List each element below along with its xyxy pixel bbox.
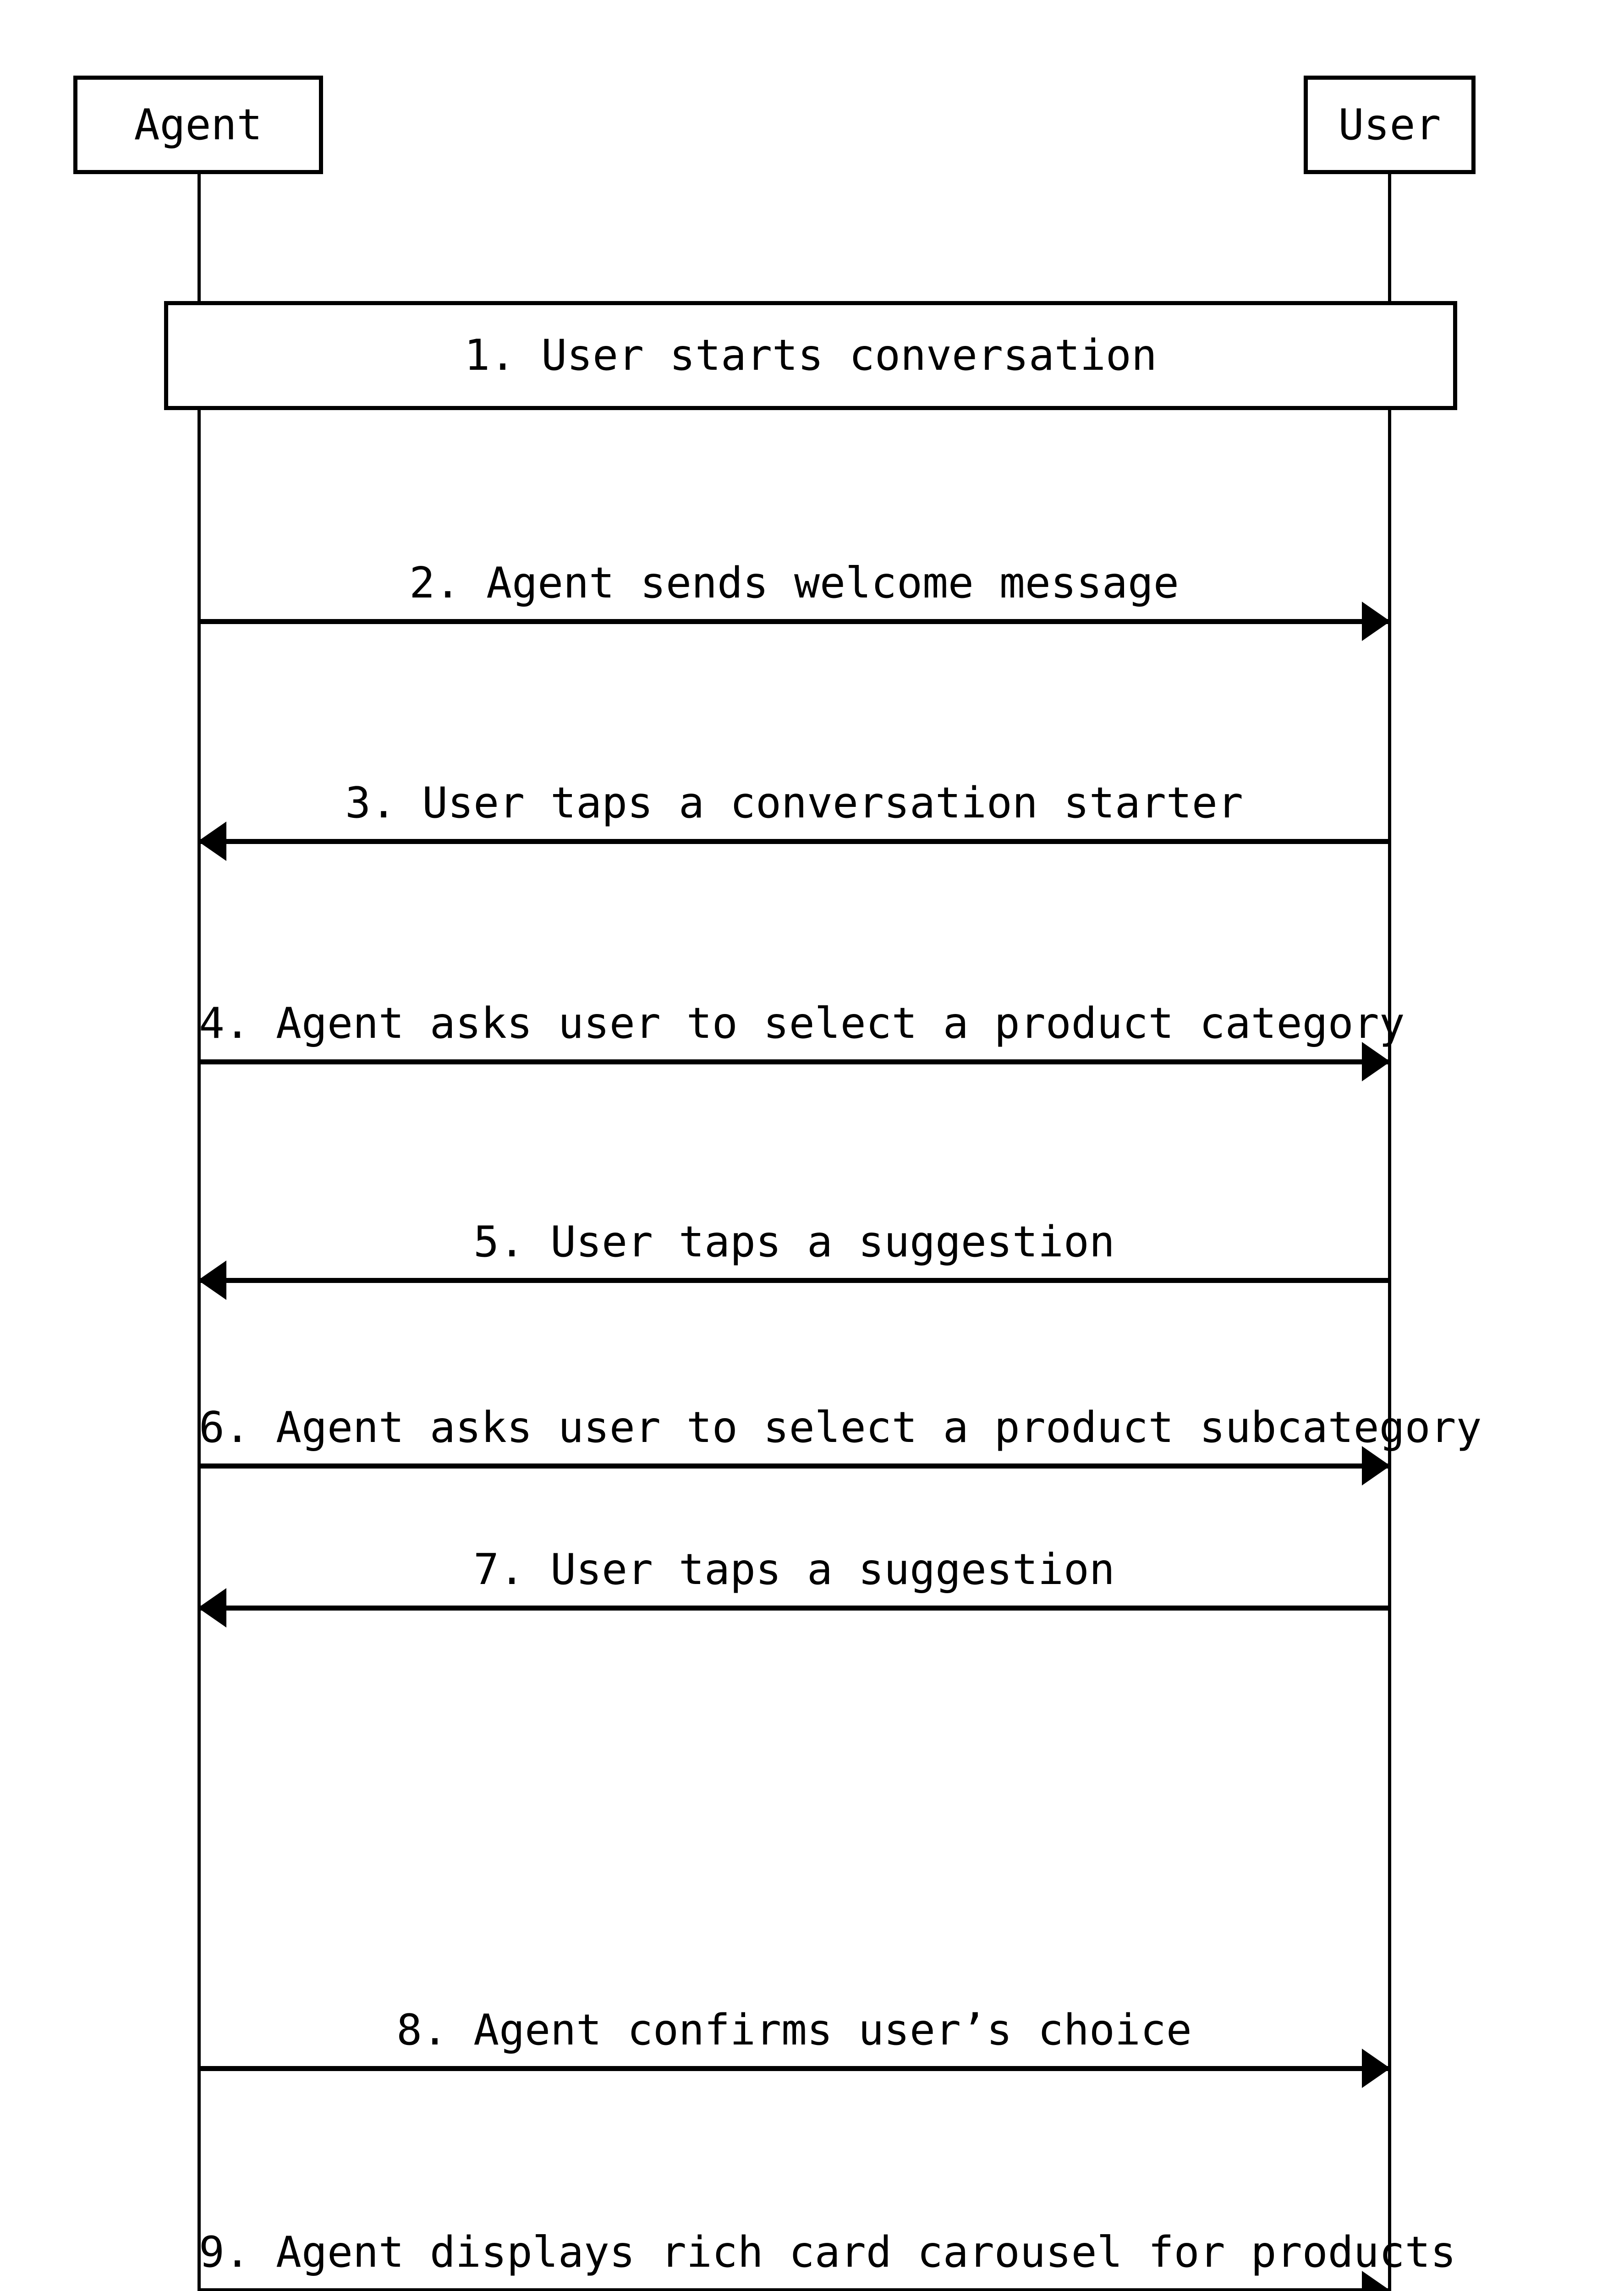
message-3-line bbox=[199, 839, 1389, 844]
message-9-label: 9. Agent displays rich card carousel for… bbox=[199, 2227, 1456, 2277]
message-9[interactable]: 9. Agent displays rich card carousel for… bbox=[199, 2156, 1456, 2291]
message-1-note-box[interactable]: 1. User starts conversation bbox=[164, 301, 1457, 410]
message-4-line bbox=[199, 1059, 1389, 1064]
message-5-line bbox=[199, 1278, 1389, 1283]
message-3[interactable]: 3. User taps a conversation starter bbox=[198, 707, 1389, 861]
message-2-arrowhead-right-icon bbox=[1362, 602, 1390, 641]
message-2[interactable]: 2. Agent sends welcome message bbox=[199, 487, 1390, 641]
message-5-arrowhead-left-icon bbox=[198, 1261, 226, 1300]
message-4-label: 4. Agent asks user to select a product c… bbox=[199, 998, 1405, 1048]
message-6-label: 6. Agent asks user to select a product s… bbox=[199, 1403, 1482, 1452]
message-4[interactable]: 4. Agent asks user to select a product c… bbox=[199, 927, 1405, 1081]
message-5-label: 5. User taps a suggestion bbox=[473, 1217, 1115, 1267]
message-8-label: 8. Agent confirms user’s choice bbox=[396, 2005, 1192, 2055]
participant-agent-top[interactable]: Agent bbox=[73, 76, 323, 174]
message-6[interactable]: 6. Agent asks user to select a product s… bbox=[199, 1331, 1482, 1485]
message-8-line bbox=[199, 2066, 1389, 2071]
lifeline-user bbox=[1388, 174, 1391, 2291]
participant-user-top[interactable]: User bbox=[1304, 76, 1476, 174]
message-7-label: 7. User taps a suggestion bbox=[473, 1545, 1115, 1595]
message-7-line bbox=[199, 1606, 1389, 1611]
message-2-line bbox=[199, 619, 1389, 624]
message-9-line bbox=[199, 2288, 1389, 2291]
participant-user-top-label: User bbox=[1338, 100, 1441, 149]
message-3-label: 3. User taps a conversation starter bbox=[345, 778, 1243, 828]
message-7[interactable]: 7. User taps a suggestion bbox=[198, 1473, 1389, 1628]
participant-agent-top-label: Agent bbox=[134, 100, 263, 149]
lifeline-agent bbox=[198, 174, 201, 2291]
message-8-arrowhead-right-icon bbox=[1362, 2049, 1390, 2088]
message-4-arrowhead-right-icon bbox=[1362, 1042, 1390, 1081]
message-9-arrowhead-right-icon bbox=[1362, 2271, 1390, 2291]
message-6-line bbox=[199, 1463, 1389, 1469]
message-1-label: 1. User starts conversation bbox=[464, 330, 1157, 380]
message-6-arrowhead-right-icon bbox=[1362, 1446, 1390, 1485]
message-5[interactable]: 5. User taps a suggestion bbox=[198, 1146, 1389, 1300]
message-3-arrowhead-left-icon bbox=[198, 822, 226, 861]
message-7-arrowhead-left-icon bbox=[198, 1588, 226, 1628]
message-8[interactable]: 8. Agent confirms user’s choice bbox=[199, 1934, 1390, 2088]
message-2-label: 2. Agent sends welcome message bbox=[409, 558, 1179, 608]
